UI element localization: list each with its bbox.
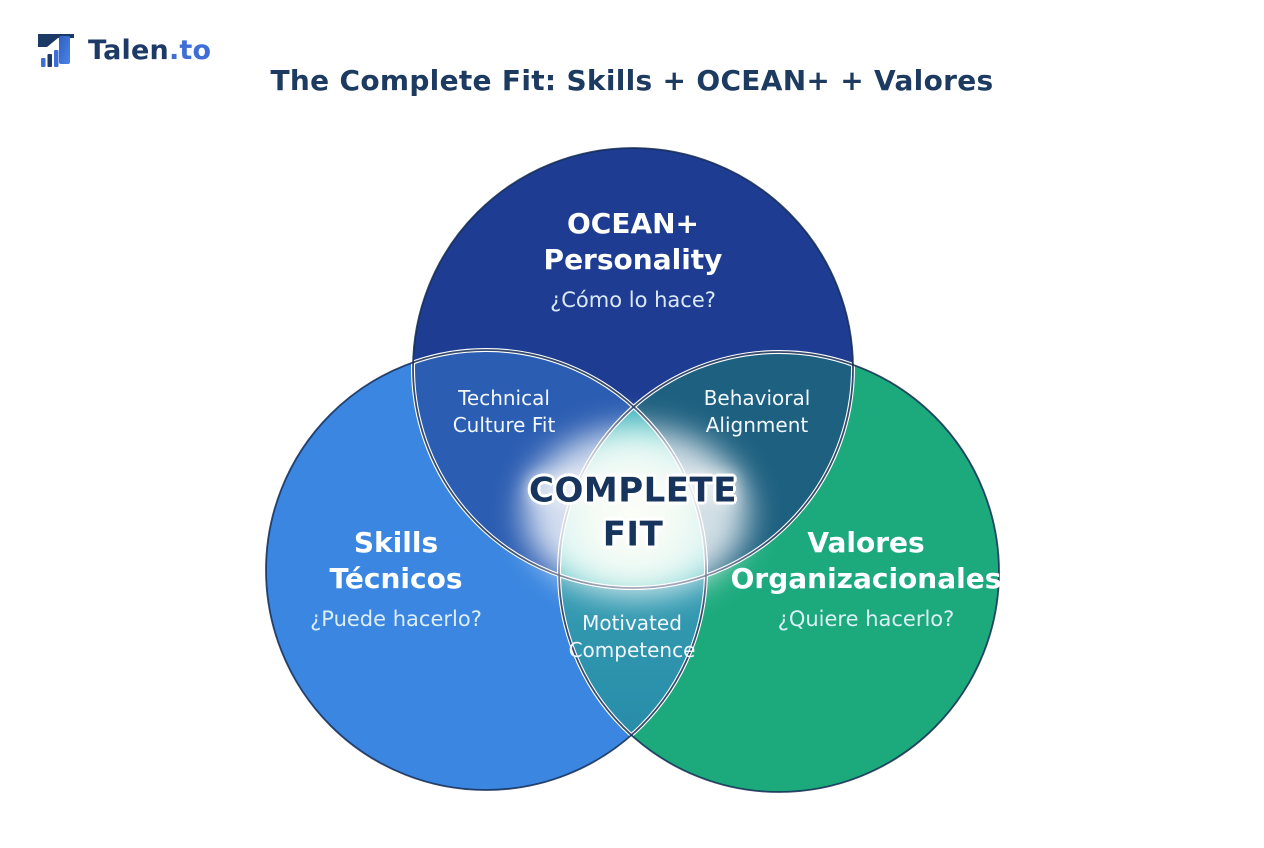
brand-logo-icon	[38, 34, 74, 67]
label-intersection-behavioral-alignment: Behavioral Alignment	[703, 386, 811, 437]
brand-logo: Talen.to	[33, 28, 211, 72]
center-glow	[524, 428, 748, 596]
circle-skills-title: Skills Técnicos	[329, 526, 463, 596]
label-complete-fit: COMPLETE FIT	[529, 470, 737, 554]
brand-name: Talen.to	[88, 35, 211, 66]
label-circle-valores: Valores Organizacionales ¿Quiere hacerlo…	[686, 525, 1046, 631]
label-circle-ocean: OCEAN+ Personality ¿Cómo lo hace?	[473, 206, 793, 312]
label-intersection-technical-culture-fit: Technical Culture Fit	[452, 386, 556, 437]
circle-valores-title: Valores Organizacionales	[730, 526, 1002, 596]
page-title: The Complete Fit: Skills + OCEAN+ + Valo…	[270, 64, 994, 97]
circle-ocean-title: OCEAN+ Personality	[543, 207, 723, 277]
circle-valores-subtitle: ¿Quiere hacerlo?	[777, 606, 955, 631]
label-circle-skills: Skills Técnicos ¿Puede hacerlo?	[246, 525, 546, 631]
circle-ocean-subtitle: ¿Cómo lo hace?	[550, 287, 716, 312]
brand-name-primary: Talen	[88, 34, 169, 66]
brand-name-suffix: .to	[168, 34, 212, 66]
circle-skills-subtitle: ¿Puede hacerlo?	[310, 606, 482, 631]
label-intersection-motivated-competence: Motivated Competence	[568, 611, 696, 662]
